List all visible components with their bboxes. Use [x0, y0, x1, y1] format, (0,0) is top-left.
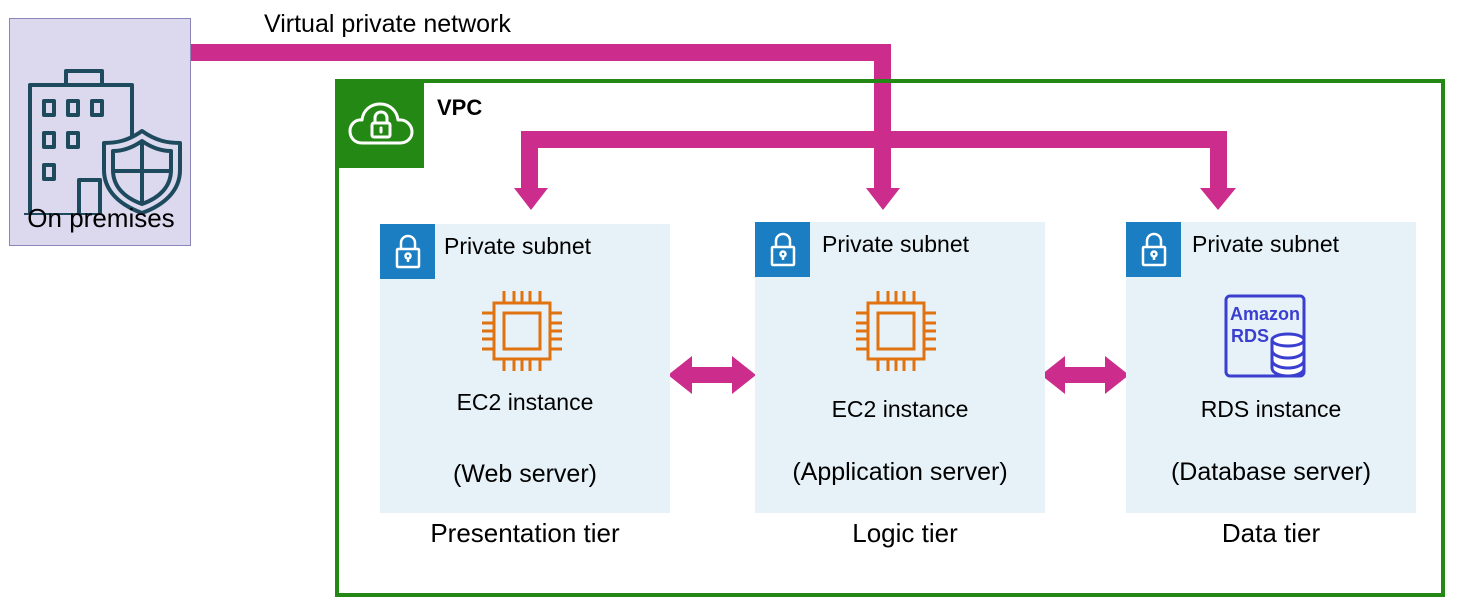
subnet-title: Private subnet [1192, 231, 1340, 257]
subnet-badge [1126, 222, 1181, 277]
lock-icon [395, 234, 421, 269]
subnet-badge [380, 224, 435, 279]
instance-label: EC2 instance [456, 389, 594, 415]
vpc-label: VPC [437, 95, 483, 120]
tier-label-logic: Logic tier [852, 518, 958, 548]
cloud-lock-icon [348, 102, 414, 145]
lock-icon [1141, 232, 1167, 267]
on-premises-label: On premises [27, 203, 175, 233]
app-db-bidirectional-arrow [1041, 356, 1129, 394]
rds-icon-text-amazon: Amazon [1230, 304, 1300, 324]
role-label: (Database server) [1170, 458, 1372, 486]
lock-icon [770, 232, 796, 267]
instance-label: RDS instance [1200, 396, 1342, 422]
subnet-presentation: Private subnet EC2 instance (Web server) [380, 224, 670, 513]
vpn-label: Virtual private network [264, 10, 511, 38]
vpc-container: VPC [335, 79, 1445, 597]
ec2-chip-icon [856, 291, 936, 371]
ec2-chip-icon [482, 291, 562, 371]
role-label: (Web server) [452, 460, 597, 488]
web-app-bidirectional-arrow [668, 356, 756, 394]
rds-icon-text-rds: RDS [1231, 326, 1269, 346]
on-premises-box: On premises [9, 18, 191, 246]
building-shield-icon [24, 69, 182, 215]
tier-label-data: Data tier [1221, 518, 1321, 548]
subnet-logic: Private subnet EC2 instance (Application… [755, 222, 1045, 513]
role-label: (Application server) [792, 458, 1008, 486]
vpc-route-arrow [514, 131, 1236, 210]
subnet-title: Private subnet [822, 231, 970, 257]
tier-label-presentation: Presentation tier [430, 518, 620, 548]
subnet-title: Private subnet [444, 233, 592, 259]
subnet-data: Private subnet Amazon RDS RDS instance (… [1126, 222, 1416, 513]
subnet-badge [755, 222, 810, 277]
vpc-badge [339, 83, 424, 168]
instance-label: EC2 instance [831, 396, 969, 422]
amazon-rds-icon: Amazon RDS [1224, 294, 1306, 378]
